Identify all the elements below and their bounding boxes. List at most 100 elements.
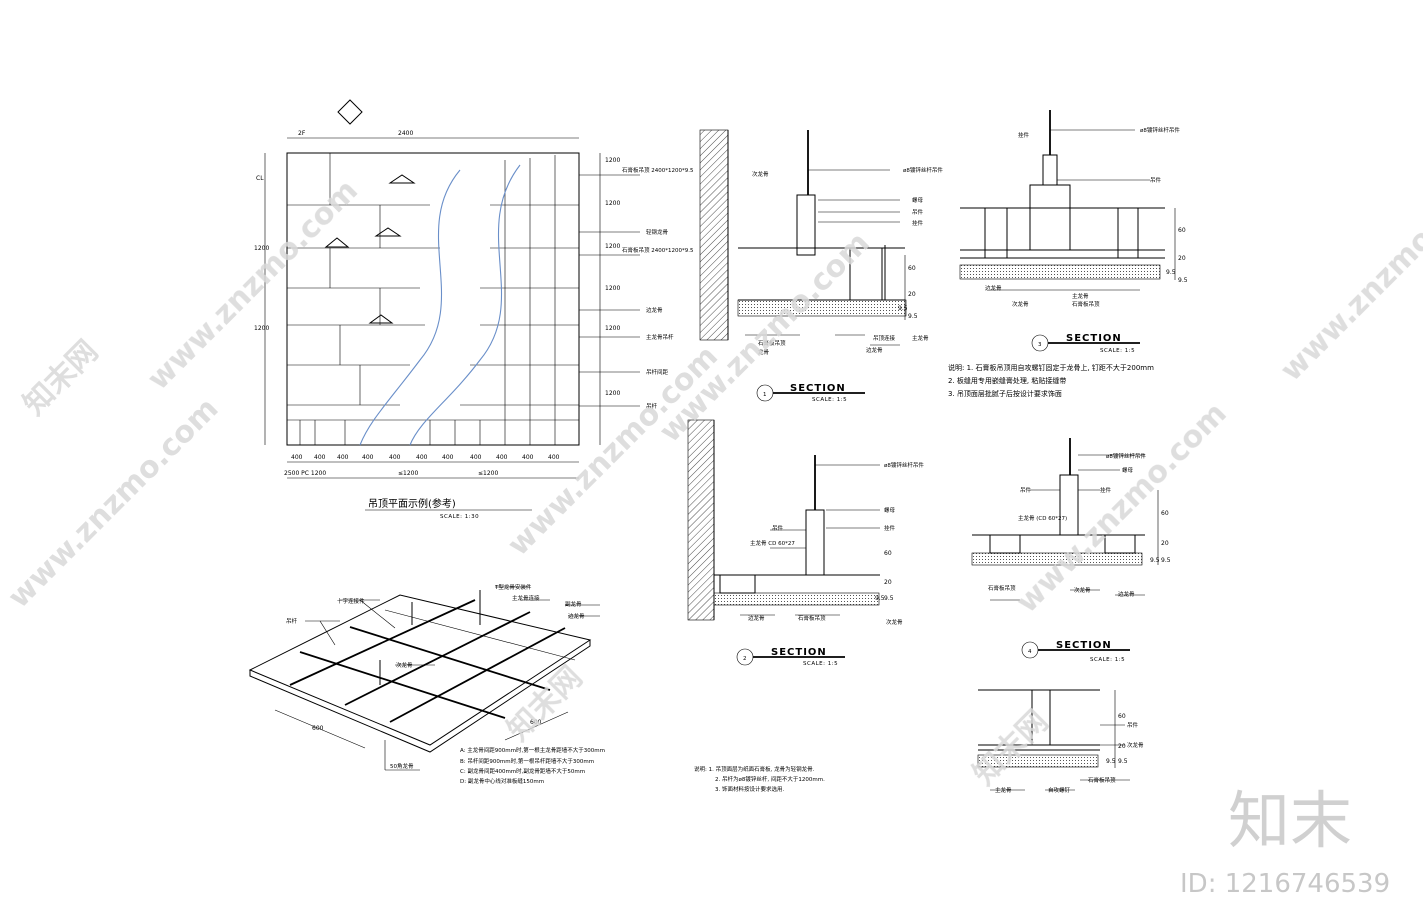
- s4-label-5: 主龙骨 (CD 60*27): [1018, 514, 1067, 522]
- s4-scale: SCALE: 1:5: [1090, 657, 1125, 663]
- s4-title: SECTION: [1056, 640, 1112, 651]
- plan-right-dim-6: 1200: [605, 390, 620, 397]
- s4-label-3: 吊件: [1020, 486, 1032, 494]
- s1-title: SECTION: [790, 383, 846, 394]
- plan-scale: SCALE: 1:30: [440, 514, 479, 520]
- plan-callout-1: 石膏板吊顶 2400*1200*9.5: [622, 166, 694, 174]
- s3-num: 3: [1038, 342, 1042, 348]
- s3-title: SECTION: [1066, 333, 1122, 344]
- plan-bottom-total-2: ≤1200: [478, 470, 498, 477]
- s1-dim-3: 9.5: [898, 305, 908, 312]
- s4-label-7: 石膏板吊顶: [988, 584, 1016, 592]
- s2-label-4: 挂件: [884, 524, 896, 532]
- plan-bottom-dim-6: 400: [416, 454, 428, 461]
- section-3: ø8镀锌丝杆吊件 吊件 挂件 主龙骨 次龙骨 石膏板吊顶 边龙骨 60 20 9…: [948, 110, 1188, 398]
- s4-dim-3: 9.5: [1150, 557, 1160, 564]
- s3-note-1: 说明: 1. 石膏板吊顶用自攻螺钉固定于龙骨上, 钉距不大于200mm: [948, 363, 1154, 372]
- iso-note-3: C: 副龙骨间距400mm时,副龙骨距墙不大于50mm: [460, 767, 585, 775]
- s2-label-5: 主龙骨 CD 60*27: [750, 539, 795, 547]
- s3-label-1: ø8镀锌丝杆吊件: [1140, 126, 1180, 134]
- s3-dim-4: 9.5: [1178, 277, 1188, 284]
- iso-label-2: T型龙骨安装件: [494, 583, 532, 591]
- plan-bottom-dim-10: 400: [522, 454, 534, 461]
- s2-label-1: ø8镀锌丝杆吊件: [884, 461, 924, 469]
- plan-bottom-total-1: ≤1200: [398, 470, 418, 477]
- plan-title: 吊顶平面示例(参考): [368, 497, 456, 510]
- s2-label-6: 次龙骨: [886, 618, 903, 626]
- s5-label-3: 石膏板吊顶: [1088, 776, 1116, 784]
- plan-right-dim-2: 1200: [605, 200, 620, 207]
- s2-dim-4: 9.5: [884, 595, 894, 602]
- s2-title: SECTION: [771, 647, 827, 658]
- watermark-brand-1: 知末网: [17, 334, 105, 422]
- s1-label-3: 吊件: [912, 208, 924, 216]
- watermark-brand-3: 知末网: [967, 704, 1055, 792]
- plan-top-dim-1: 2F: [298, 130, 306, 137]
- s1-label-7: 主龙骨: [912, 334, 929, 342]
- s3-dim-1: 60: [1178, 227, 1186, 234]
- isometric-grid: 十字连接件 T型龙骨安装件 主龙骨连接 副龙骨 吊杆 次龙骨 边龙骨 600 6…: [248, 583, 605, 785]
- iso-bottom-label: 50角龙骨: [390, 762, 414, 770]
- s3-note-2: 2. 板缝用专用嵌缝膏处理, 粘贴接缝带: [948, 376, 1066, 385]
- ceiling-plan: 2F 2400 CL 1200 1200 1200 1200 1200 1200…: [254, 99, 694, 520]
- bottom-note-1: 说明: 1. 吊顶面层为纸面石膏板, 龙骨为轻钢龙骨.: [694, 765, 815, 773]
- s1-label-6: 吊顶连接: [873, 334, 896, 342]
- s2-label-2: 螺母: [884, 506, 896, 514]
- s1-label-9: 龙骨: [758, 348, 770, 356]
- s3-label-3: 挂件: [1018, 131, 1030, 139]
- plan-bottom-dim-11: 400: [548, 454, 560, 461]
- plan-right-dim-4: 1200: [605, 285, 620, 292]
- s4-label-6: 次龙骨: [1074, 586, 1091, 594]
- s5-dim-2: 20: [1118, 743, 1126, 750]
- watermark-site-6: www.znzmo.com: [1010, 396, 1234, 620]
- iso-label-6: 次龙骨: [396, 661, 413, 669]
- s2-label-8: 边龙骨: [748, 614, 765, 622]
- plan-right-dim-5: 1200: [605, 325, 620, 332]
- s1-scale: SCALE: 1:5: [812, 397, 847, 403]
- iso-label-1: 十字连接件: [337, 597, 365, 605]
- s5-label-5: 自攻螺钉: [1048, 786, 1071, 794]
- plan-left-dim-3: 1200: [254, 325, 269, 332]
- plan-bottom-left: 2500 PC 1200: [284, 470, 326, 477]
- plan-callout-3: 石膏板吊顶 2400*1200*9.5: [622, 246, 694, 254]
- s3-label-4: 主龙骨: [1072, 292, 1089, 300]
- section-2: ø8镀锌丝杆吊件 螺母 吊件 挂件 主龙骨 CD 60*27 次龙骨 石膏板吊顶…: [687, 419, 924, 667]
- iso-label-5: 吊杆: [286, 617, 298, 625]
- plan-callout-6: 吊杆间距: [646, 368, 669, 376]
- s1-dim-2: 20: [908, 291, 916, 298]
- plan-bottom-dim-2: 400: [314, 454, 326, 461]
- plan-callout-4: 边龙骨: [646, 306, 663, 314]
- s1-label-4: 挂件: [912, 219, 924, 227]
- s1-num: 1: [763, 392, 767, 398]
- plan-right-dim-1: 1200: [605, 157, 620, 164]
- watermark-site-1: www.znzmo.com: [141, 173, 365, 397]
- s2-num: 2: [743, 656, 747, 662]
- bottom-notes: 说明: 1. 吊顶面层为纸面石膏板, 龙骨为轻钢龙骨. 2. 吊杆为ø8镀锌丝杆…: [694, 765, 825, 793]
- bottom-note-2: 2. 吊杆为ø8镀锌丝杆, 间距不大于1200mm.: [715, 775, 825, 783]
- iso-dim-1: 600: [312, 725, 324, 732]
- s3-label-7: 边龙骨: [985, 284, 1002, 292]
- watermark-site-5: www.znzmo.com: [1274, 164, 1423, 388]
- s4-label-4: 挂件: [1100, 486, 1112, 494]
- plan-bottom-dim-5: 400: [389, 454, 401, 461]
- s2-dim-1: 60: [884, 550, 892, 557]
- s2-label-7: 石膏板吊顶: [798, 614, 826, 622]
- section-4: ø8镀锌丝杆吊件 螺母 吊件 挂件 主龙骨 (CD 60*27) 次龙骨 石膏板…: [971, 438, 1171, 663]
- s3-dim-3: 9.5: [1166, 269, 1176, 276]
- iso-note-2: B: 吊杆间距900mm时,第一根吊杆距墙不大于300mm: [460, 757, 594, 765]
- watermark-site-2: www.znzmo.com: [1, 391, 225, 615]
- bottom-note-3: 3. 饰面材料按设计要求选用.: [715, 785, 784, 793]
- s1-dim-1: 60: [908, 265, 916, 272]
- s5-dim-3: 9.5: [1106, 758, 1116, 765]
- s5-label-2: 次龙骨: [1127, 741, 1144, 749]
- image-id: ID: 1216746539: [1180, 869, 1390, 899]
- s4-num: 4: [1028, 649, 1032, 655]
- s2-scale: SCALE: 1:5: [803, 661, 838, 667]
- s1-label-5: 次龙骨: [752, 170, 769, 178]
- s5-dim-4: 9.5: [1118, 758, 1128, 765]
- plan-left-dim-2: 1200: [254, 245, 269, 252]
- section-1: ø8镀锌丝杆吊件 螺母 吊件 挂件 次龙骨 吊顶连接 主龙骨 石膏板吊顶 龙骨 …: [699, 129, 943, 403]
- s3-label-5: 次龙骨: [1012, 300, 1029, 308]
